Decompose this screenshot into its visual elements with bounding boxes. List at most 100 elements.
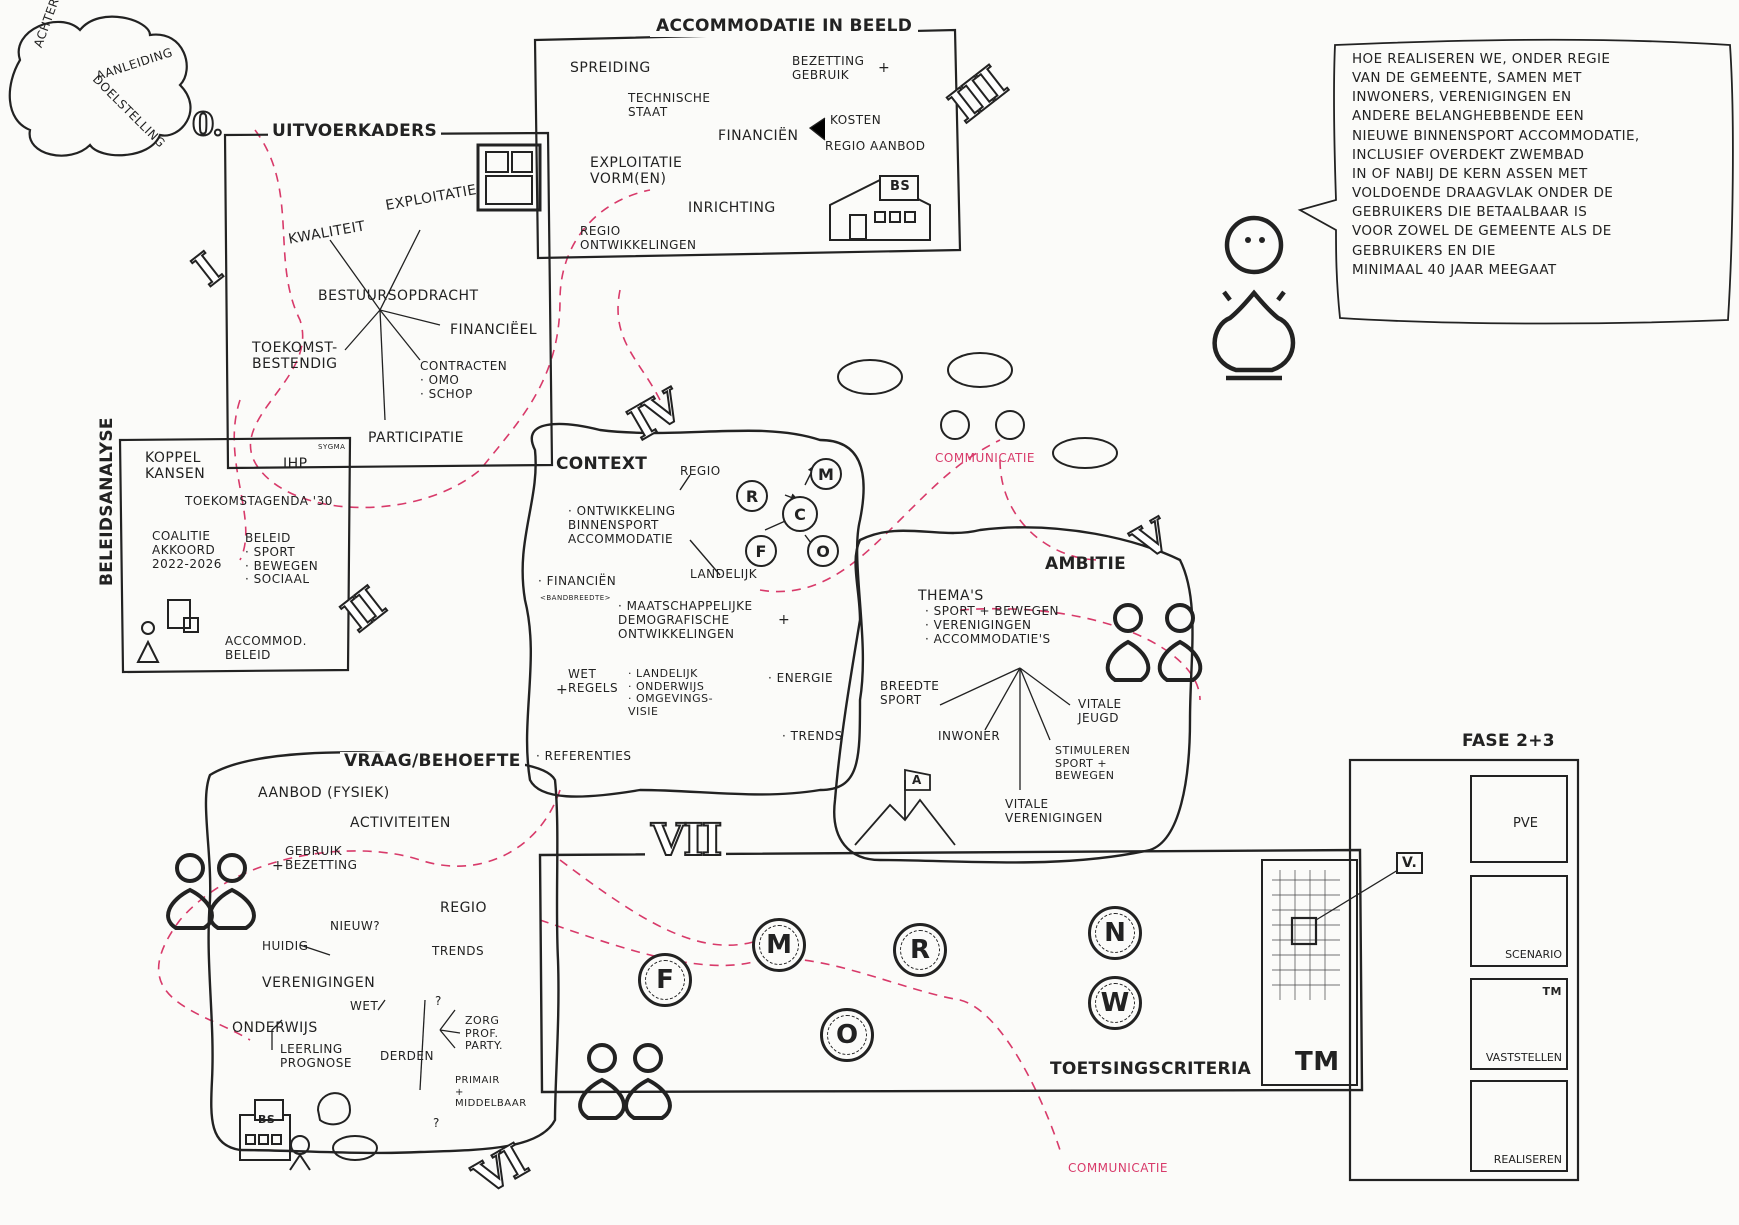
vraag-question-two: ?	[433, 1116, 440, 1130]
stage-vaststellen-label: Vaststellen	[1485, 1051, 1562, 1064]
context-regio: Regio	[680, 464, 721, 478]
beleidsanalyse-title: Beleidsanalyse	[97, 413, 118, 590]
ambitie-breedtesport: Breedte sport	[880, 679, 940, 707]
vraag-huidig: Huidig	[262, 939, 309, 953]
vraag-zorg: Zorg prof. party.	[465, 1014, 504, 1053]
accommodatie-title: Accommodatie in beeld	[650, 16, 919, 37]
ambitie-thema-list: · Sport + bewegen · Verenigingen · Accom…	[925, 604, 1060, 646]
school-label: BS	[258, 1113, 276, 1126]
context-financien: · Financiën	[538, 574, 617, 588]
criterion-w: W	[1088, 976, 1142, 1030]
roman-seven: VII	[645, 814, 727, 867]
vraag-title: Vraag/Behoefte	[340, 751, 525, 772]
context-trends: · Trends	[782, 729, 843, 743]
vraag-leerlingprognose: Leerling prognose	[280, 1042, 352, 1070]
vraag-nieuw: Nieuw?	[330, 919, 381, 933]
context-title: Context	[556, 454, 648, 474]
ambitie-themas: Thema's	[918, 588, 984, 604]
context-cloud	[521, 422, 865, 798]
people-pair-vraag	[166, 853, 256, 930]
context-letter-f: F	[745, 535, 777, 567]
ambitie-vitaleverenigingen: Vitale verenigingen	[1005, 797, 1103, 825]
item-regio-aanbod: Regio aanbod	[825, 139, 926, 153]
people-pair-toetsing	[578, 1043, 672, 1120]
context-referenties: · Referenties	[536, 749, 632, 763]
communicatie-bottom: Communicatie	[1068, 1161, 1168, 1175]
vraag-gebruik: Gebruik bezetting	[285, 844, 358, 872]
item-accommodatiebeleid: Accommod. beleid	[225, 634, 307, 662]
roman-zero: 0.	[191, 104, 224, 144]
process-path-dashed	[157, 129, 1201, 1151]
item-bezetting-gebruik: Bezetting Gebruik	[792, 54, 865, 82]
item-beleid: Beleid · Sport · Bewegen · Sociaal	[245, 531, 319, 587]
quote-bubble	[1297, 38, 1734, 325]
item-kosten: Kosten	[830, 113, 882, 127]
uitvoerkaders-window-icon	[476, 143, 542, 212]
stage-pve: PvE	[1470, 775, 1568, 863]
vraag-aanbod: Aanbod (fysiek)	[258, 785, 390, 801]
vraag-regio: Regio	[440, 900, 488, 916]
criterion-n: N	[1088, 906, 1142, 960]
flag-letter: A	[912, 773, 922, 787]
toetsing-frame	[538, 848, 1364, 1094]
item-toekomstagenda: Toekomstagenda '30	[185, 494, 333, 508]
ambitie-title: Ambitie	[1045, 554, 1126, 574]
vraag-verenigingen: Verenigingen	[262, 975, 376, 991]
stage-scenario: Scenario	[1470, 875, 1568, 967]
criterion-o: O	[820, 1008, 874, 1062]
context-landelijk: Landelijk	[690, 567, 758, 581]
context-letter-m: M	[810, 458, 842, 490]
item-toekomstbestendig: Toekomst- bestendig	[252, 340, 338, 373]
item-bestuursopdracht: Bestuursopdracht	[318, 288, 479, 304]
people-pair-ambitie	[1105, 603, 1203, 682]
building-label: BS	[890, 179, 911, 194]
tm-grid	[1272, 870, 1340, 1000]
stage-scenario-label: Scenario	[1505, 948, 1562, 961]
achtergrond-cloud	[8, 15, 192, 157]
criterion-r: R	[893, 923, 947, 977]
context-energie: · Energie	[768, 671, 834, 685]
criterion-m: M	[752, 918, 806, 972]
item-financien: Financiën	[718, 128, 799, 144]
item-spreiding: Spreiding	[570, 60, 651, 76]
criterion-f: F	[638, 953, 692, 1007]
stage-realiseren: Realiseren	[1470, 1080, 1568, 1172]
communicatie-people-icon	[837, 352, 1118, 469]
item-ihp: IHP	[283, 456, 308, 472]
fase-title: Fase 2+3	[1462, 731, 1555, 751]
item-coalitieakkoord: Coalitie akkoord 2022-2026	[152, 529, 222, 571]
fase-board	[1348, 758, 1580, 1182]
ambitie-inwoner: Inwoner	[938, 729, 1001, 743]
item-contracten: Contracten · OMO · Schop	[420, 359, 508, 401]
item-inrichting: Inrichting	[688, 200, 776, 216]
tm-panel	[1261, 859, 1358, 1086]
vraag-question-one: ?	[435, 994, 442, 1008]
vraag-onderwijs: Onderwijs	[232, 1020, 318, 1036]
tm-label: TM	[1295, 1047, 1340, 1077]
item-exploitatievorm: Exploitatie vorm(en)	[590, 155, 683, 188]
item-technische-staat: Technische staat	[628, 91, 711, 119]
ambitie-cloud	[833, 526, 1194, 864]
ambitie-vitalejeugd: Vitale jeugd	[1078, 697, 1122, 725]
central-question: Hoe realiseren we, onder regie van de ge…	[1352, 51, 1640, 278]
vraag-primair: Primair + middelbaar	[455, 1075, 527, 1109]
communicatie-top: Communicatie	[935, 451, 1035, 465]
context-bandbreedte: <Bandbreedte>	[540, 594, 612, 602]
context-plus-two: +	[556, 682, 569, 698]
item-sygma: Sygma	[318, 443, 346, 451]
vraag-activiteiten: Activiteiten	[350, 815, 451, 831]
vraag-derden: Derden	[380, 1049, 434, 1063]
ambitie-stimuleren: Stimuleren sport + bewegen	[1055, 744, 1131, 783]
thinker-figure	[1212, 215, 1296, 381]
stage-pve-label: PvE	[1513, 816, 1538, 831]
vraag-plus: +	[272, 858, 285, 874]
stage-tm-badge: TM	[1542, 985, 1562, 998]
uitvoerkaders-title: Uitvoerkaders	[268, 121, 442, 142]
building-icon	[829, 175, 931, 241]
context-maatschappelijk: · Maatschappelijke demografische ontwikk…	[618, 599, 753, 641]
toetsing-title: Toetsingscriteria	[1050, 1059, 1252, 1079]
bestuursopdracht-spokes	[329, 229, 441, 421]
stage-realiseren-label: Realiseren	[1493, 1153, 1562, 1166]
item-bezetting-plus: +	[878, 60, 891, 76]
